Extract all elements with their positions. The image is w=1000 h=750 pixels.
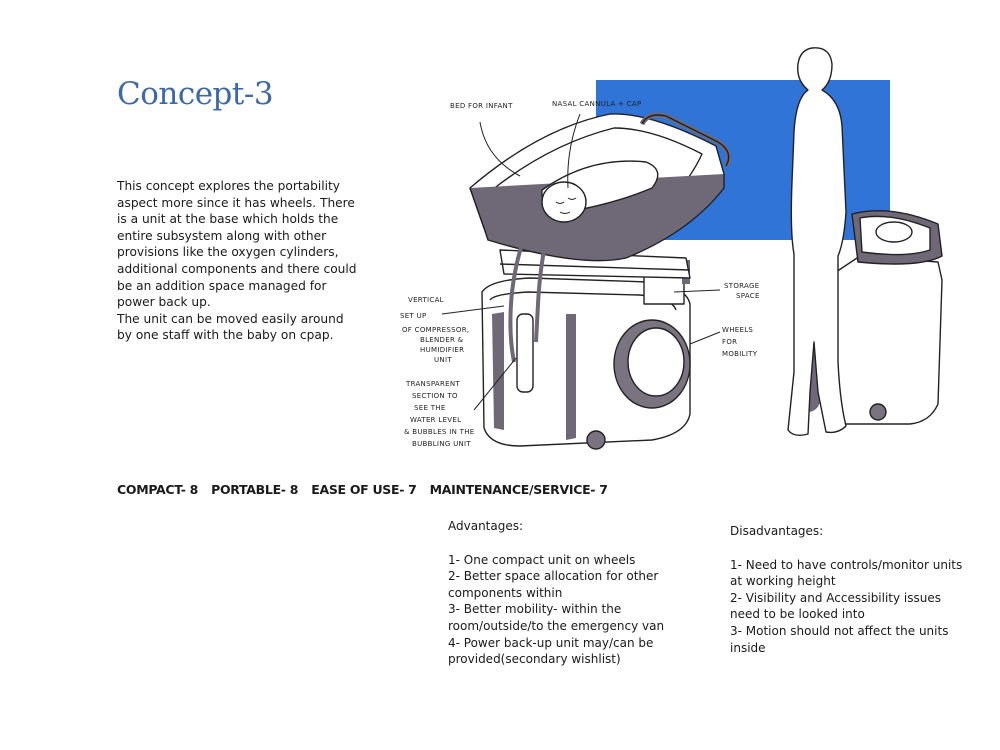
label-bed-for-infant: BED FOR INFANT xyxy=(450,102,513,110)
page-title: Concept-3 xyxy=(117,76,274,112)
rating-portable: PORTABLE- 8 xyxy=(211,482,299,497)
label-storage-space: SPACE xyxy=(736,292,760,300)
label-nasal-cannula: NASAL CANNULA + CAP xyxy=(552,100,642,108)
description-paragraph: The unit can be moved easily around by o… xyxy=(117,311,344,343)
concept-description: This concept explores the portability as… xyxy=(117,178,362,344)
label-transparent-section: & BUBBLES IN THE xyxy=(404,428,475,436)
label-vertical-setup: BLENDER & xyxy=(420,336,464,344)
leader-lines xyxy=(441,113,721,411)
advantages-heading: Advantages: xyxy=(448,519,524,533)
advantages-section: Advantages: 1- One compact unit on wheel… xyxy=(448,518,678,668)
rating-maintenance: MAINTENANCE/SERVICE- 7 xyxy=(429,482,608,497)
disadvantage-item: 3- Motion should not affect the units in… xyxy=(730,623,949,655)
label-transparent-section: SEE THE xyxy=(414,404,446,412)
label-transparent-section: SECTION TO xyxy=(412,392,458,400)
advantage-item: 1- One compact unit on wheels xyxy=(448,552,636,567)
rating-compact: COMPACT- 8 xyxy=(117,482,199,497)
advantage-item: 2- Better space allocation for other com… xyxy=(448,569,659,600)
label-vertical-setup: UNIT xyxy=(434,356,452,364)
disadvantages-section: Disadvantages: 1- Need to have controls/… xyxy=(730,523,970,656)
label-transparent-section: BUBBLING UNIT xyxy=(412,440,471,448)
label-vertical-setup: OF COMPRESSOR, xyxy=(402,326,469,334)
concept-sketch: BED FOR INFANT NASAL CANNULA + CAP VERTI… xyxy=(400,47,943,450)
label-vertical-setup: SET UP xyxy=(400,312,427,320)
label-wheels: WHEELS xyxy=(722,326,753,334)
label-vertical-setup: VERTICAL xyxy=(408,296,444,304)
disadvantage-item: 2- Visibility and Accessibility issues n… xyxy=(730,590,942,622)
label-vertical-setup: HUMIDIFIER xyxy=(420,346,464,354)
advantage-item: 3- Better mobility- within the room/outs… xyxy=(448,602,665,633)
label-wheels: FOR xyxy=(722,338,737,346)
person-silhouette xyxy=(787,47,847,437)
main-unit-drawing xyxy=(469,112,732,450)
label-transparent-section: WATER LEVEL xyxy=(410,416,461,424)
label-wheels: MOBILITY xyxy=(722,350,758,358)
disadvantage-item: 1- Need to have controls/monitor units a… xyxy=(730,557,963,589)
rating-ease-of-use: EASE OF USE- 7 xyxy=(311,482,417,497)
ratings-row: COMPACT- 8 PORTABLE- 8 EASE OF USE- 7 MA… xyxy=(117,482,617,497)
advantage-item: 4- Power back-up unit may/can be provide… xyxy=(448,635,654,667)
description-paragraph: This concept explores the portability as… xyxy=(117,179,357,310)
disadvantages-heading: Disadvantages: xyxy=(730,524,824,538)
label-transparent-section: TRANSPARENT xyxy=(405,380,460,388)
label-storage-space: STORAGE xyxy=(724,282,759,290)
